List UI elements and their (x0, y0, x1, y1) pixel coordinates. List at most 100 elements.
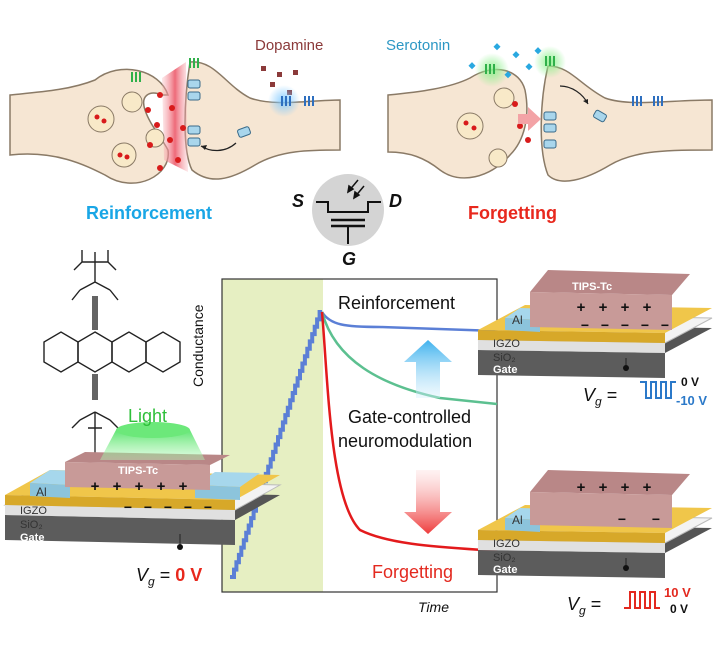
left-receptors (281, 96, 314, 106)
gate-label-right-top: Gate (493, 364, 518, 376)
gate-label: G (342, 249, 357, 269)
vg-equals: = (601, 385, 618, 405)
right-channels (543, 109, 607, 149)
electron-charge: − (640, 317, 650, 333)
y-axis-label: Conductance (190, 304, 206, 387)
sio2-label-right-bottom: SiO₂ (493, 552, 516, 564)
light-label: Light (128, 406, 168, 426)
vg-equals: = (585, 594, 602, 614)
light-region (222, 279, 323, 592)
right-top-charges-bottom: −−−−− (575, 318, 675, 334)
left-vesicles (87, 91, 165, 168)
electron-charge: − (143, 499, 153, 515)
right-top-vg-equation: Vg = (583, 386, 617, 408)
rise-curve (230, 310, 322, 579)
forgetting-arrow-icon (404, 470, 452, 534)
vg-subscript: g (579, 603, 586, 618)
vg-symbol: V (136, 565, 149, 585)
electron-charge: − (203, 499, 213, 515)
right-top-charges-top: + + + + (570, 300, 658, 316)
hole-charge: + (576, 479, 586, 496)
left-charges-top: +++++ (84, 479, 194, 495)
left-green-receptors (131, 58, 199, 82)
vg-symbol: V (583, 385, 596, 405)
electron-charge: − (580, 317, 590, 333)
vg-symbol: V (567, 594, 580, 614)
right-green-receptors (485, 56, 555, 74)
left-device (3, 422, 282, 550)
al-label-right-top: Al (512, 313, 523, 327)
igzo-label-right-top: IGZO (493, 338, 520, 350)
tips-label-left: TIPS-Tc (118, 465, 159, 477)
drain-label: D (389, 191, 402, 211)
serotonin-receptor-glow-1 (475, 53, 509, 87)
vg-subscript: g (148, 574, 155, 589)
hole-charge: + (642, 299, 652, 316)
right-bottom-vg-equation: Vg = (567, 595, 601, 617)
electron-charge: − (651, 511, 661, 527)
left-vg-equation: Vg = 0 V (136, 566, 202, 588)
left-cleft-glow (162, 62, 188, 172)
right-neurotransmitters (512, 101, 531, 143)
serotonin-molecules (468, 43, 542, 79)
right-postsynaptic (540, 65, 713, 182)
right-bottom-charges-bottom: −− (598, 512, 666, 528)
forgetting-curve-label: Forgetting (372, 562, 454, 582)
tips-tc-molecule (43, 250, 181, 460)
hole-charge: + (178, 478, 188, 495)
left-charges-bottom: −−−−− (118, 500, 218, 516)
vg-waveform-negative (640, 381, 676, 399)
vg-subscript: g (595, 394, 602, 409)
hole-charge: + (620, 479, 630, 496)
vg-equals: = (154, 565, 176, 585)
right-bottom-device (477, 470, 713, 609)
electron-charge: − (600, 317, 610, 333)
reinforcement-arrow-icon (404, 340, 452, 398)
forgetting-caption: Forgetting (468, 203, 557, 223)
al-label-left: Al (36, 485, 47, 499)
electron-charge: − (660, 317, 670, 333)
x-axis-label: Time (418, 599, 449, 615)
hole-charge: + (134, 478, 144, 495)
vg-high-right-top: 0 V (681, 375, 700, 389)
hole-charge: + (620, 299, 630, 316)
electron-charge: − (183, 499, 193, 515)
gate-label-left: Gate (20, 532, 45, 544)
forgetting-cleft-arrow (518, 107, 541, 131)
hole-charge: + (598, 299, 608, 316)
igzo-label-left: IGZO (20, 505, 47, 517)
right-receptors (632, 96, 663, 106)
light-beam (100, 430, 205, 460)
right-top-device (477, 270, 713, 399)
forgetting-curve (320, 311, 498, 553)
transistor-circle (312, 174, 384, 246)
hole-charge: + (576, 299, 586, 316)
center-label-2: neuromodulation (336, 431, 475, 451)
electron-charge: − (617, 511, 627, 527)
electron-charge: − (620, 317, 630, 333)
right-synapse (387, 43, 713, 182)
tips-label-right-top: TIPS-Tc (572, 281, 613, 293)
left-presynaptic (9, 68, 170, 184)
al-label-right-bottom: Al (512, 513, 523, 527)
left-neurotransmitters (145, 92, 186, 171)
reinforcement-curve-label: Reinforcement (338, 293, 456, 313)
transistor-symbol (312, 174, 384, 246)
left-postsynaptic (184, 61, 341, 180)
left-channels (187, 79, 251, 147)
hole-charge: + (156, 478, 166, 495)
light-arrows-icon (346, 179, 365, 200)
vg-waveform-positive (624, 591, 660, 609)
conductance-chart (221, 278, 498, 593)
reinforcement-curve (320, 311, 498, 333)
vg-low-right-bottom: 0 V (670, 602, 689, 616)
vg-high-right-bottom: 10 V (664, 585, 691, 600)
dopamine-label: Dopamine (255, 37, 324, 54)
igzo-label-right-bottom: IGZO (493, 538, 520, 550)
center-label-1: Gate-controlled (346, 407, 474, 427)
dopamine-receptor-glow (268, 85, 300, 117)
gate-label-right-bottom: Gate (493, 564, 518, 576)
electron-charge: − (163, 499, 173, 515)
hole-charge: + (90, 478, 100, 495)
